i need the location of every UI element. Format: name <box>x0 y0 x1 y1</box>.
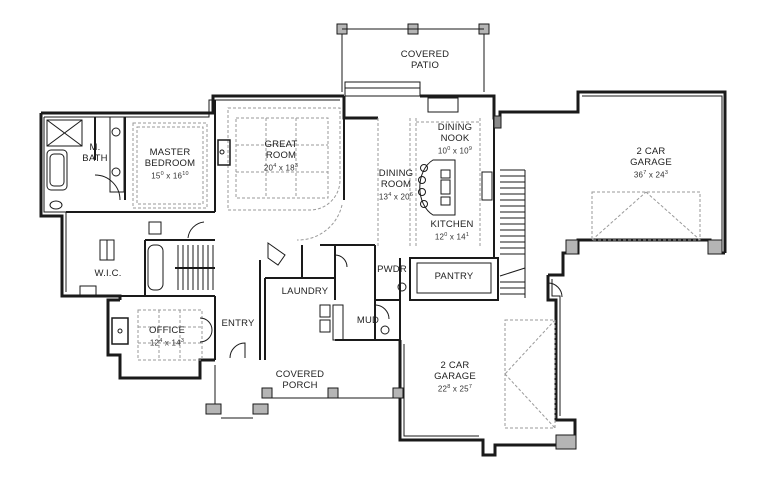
room-label-great-room: GREAT ROOM 204 x 183 <box>264 139 298 174</box>
room-name: GARAGE <box>434 371 476 382</box>
room-name: GREAT <box>264 139 298 150</box>
room-label-entry: ENTRY <box>221 318 254 329</box>
room-label-pwdr: PWDR <box>377 264 407 275</box>
room-label-covered-patio: COVERED PATIO <box>401 49 449 71</box>
room-name: ENTRY <box>221 318 255 329</box>
garage-lower-door <box>504 319 556 429</box>
exterior-walls <box>39 90 727 457</box>
room-name: PATIO <box>410 60 440 71</box>
room-dimensions: 124 x 143 <box>149 338 185 348</box>
room-name: OFFICE <box>148 325 186 336</box>
master-bedroom-tray <box>132 122 208 209</box>
fireplace-office <box>111 317 129 345</box>
great-room-coffers <box>227 107 343 241</box>
room-name: COVERED <box>275 369 325 380</box>
room-dimensions: 134 x 206 <box>378 192 414 202</box>
room-name: BEDROOM <box>144 158 196 169</box>
room-name: 2 CAR <box>636 146 666 157</box>
covered-patio-outline <box>336 23 490 97</box>
room-name: LAUNDRY <box>281 286 329 297</box>
room-name: PORCH <box>282 380 318 391</box>
room-name: ROOM <box>265 150 297 161</box>
room-name: DINING <box>378 168 414 179</box>
room-dimensions: 367 x 243 <box>633 170 669 180</box>
room-label-garage-lower: 2 CAR GARAGE 228 x 257 <box>434 360 476 395</box>
dining-dashed <box>377 118 481 248</box>
room-label-office: OFFICE 124 x 143 <box>149 325 185 349</box>
room-label-covered-porch: COVERED PORCH <box>276 369 324 391</box>
room-name: ROOM <box>380 179 412 190</box>
room-label-garage-upper: 2 CAR GARAGE 367 x 243 <box>630 146 672 181</box>
room-name: MASTER <box>149 147 191 158</box>
room-name: PWDR <box>377 264 407 275</box>
room-label-mud: MUD <box>357 315 379 326</box>
room-dimensions: 150 x 1610 <box>151 171 189 181</box>
room-name: DINING <box>437 122 473 133</box>
interior-stairs <box>147 221 215 291</box>
room-name: NOOK <box>440 133 470 144</box>
room-name: W.I.C. <box>94 268 122 279</box>
room-label-pantry: PANTRY <box>435 271 474 282</box>
room-label-laundry: LAUNDRY <box>282 286 329 297</box>
room-name: 2 CAR <box>440 360 470 371</box>
office-coffers <box>137 309 203 361</box>
kitchen-island <box>418 159 493 216</box>
room-label-master-bedroom: MASTER BEDROOM 150 x 1610 <box>145 147 196 182</box>
room-name: M. <box>89 142 101 153</box>
room-name: KITCHEN <box>430 219 474 230</box>
room-label-wic: W.I.C. <box>94 268 121 279</box>
fireplace-great-room <box>217 139 231 166</box>
room-dimensions: 228 x 257 <box>437 384 473 394</box>
room-label-dining-room: DINING ROOM 134 x 206 <box>379 168 413 203</box>
laundry-fixtures <box>267 242 407 341</box>
exterior-stairs <box>499 169 526 298</box>
room-label-dining-nook: DINING NOOK 100 x 109 <box>438 122 472 157</box>
wic-fixtures <box>79 221 162 297</box>
room-name: COVERED <box>400 49 450 60</box>
room-name: BATH <box>82 153 108 164</box>
covered-porch-outline <box>205 365 404 419</box>
room-name: MUD <box>356 315 380 326</box>
room-label-master-bath: M. BATH <box>82 142 107 164</box>
room-dimensions: 120 x 141 <box>434 232 470 242</box>
master-bath-fixtures <box>46 116 125 210</box>
room-name: GARAGE <box>630 157 672 168</box>
room-dimensions: 100 x 109 <box>437 146 473 156</box>
room-name: PANTRY <box>434 271 474 282</box>
room-dimensions: 204 x 183 <box>263 163 299 173</box>
room-label-kitchen: KITCHEN 120 x 141 <box>430 219 473 243</box>
interior-walls <box>66 100 499 360</box>
garage-upper-door <box>591 191 701 241</box>
